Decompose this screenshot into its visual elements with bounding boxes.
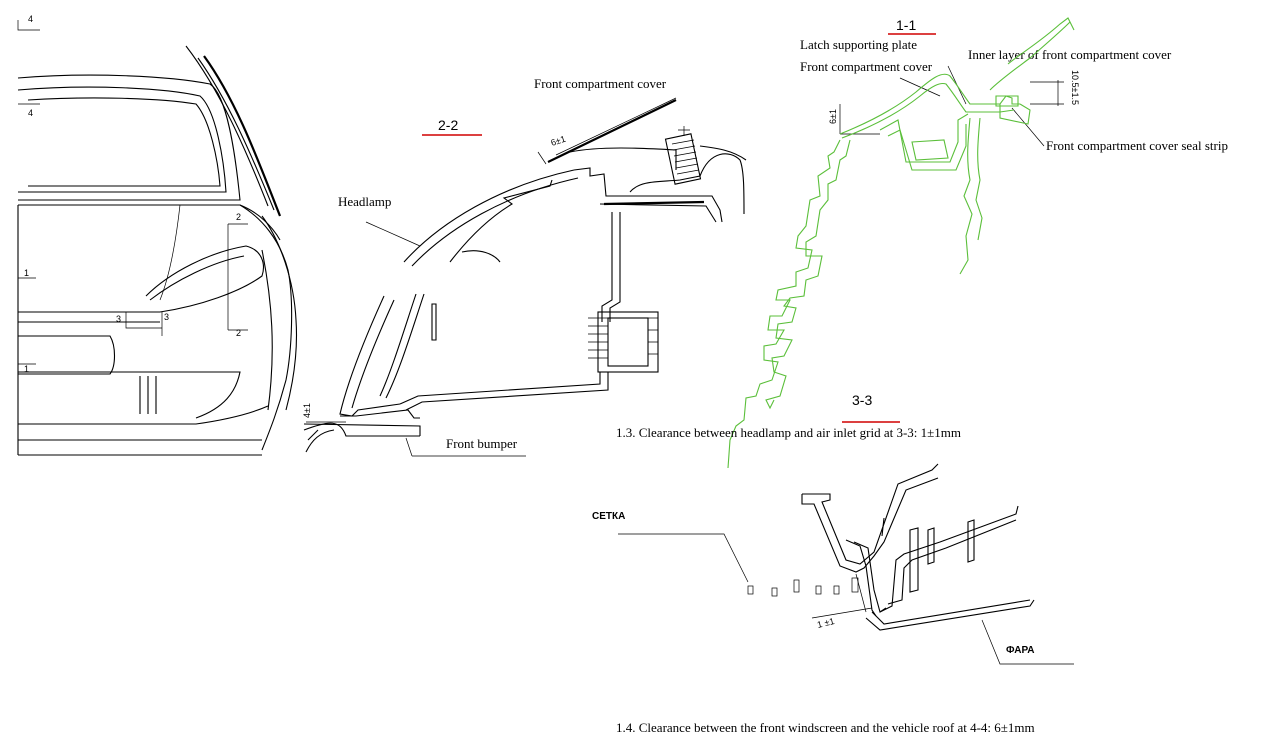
section-title-3-3: 3-3	[852, 392, 872, 408]
label-front-bumper: Front bumper	[446, 436, 518, 451]
grid-slat	[815, 585, 822, 595]
note-1-4: 1.4. Clearance between the front windscr…	[616, 720, 1035, 735]
marker-1-top: 1	[24, 268, 29, 278]
label-latch-supporting-plate: Latch supporting plate	[800, 37, 917, 52]
dimension-22-bottom: 4±1	[302, 403, 312, 418]
dimension-11-right: 10.5±1.5	[1070, 70, 1080, 105]
label-setka: СЕТКА	[592, 511, 625, 522]
marker-2-top: 2	[236, 212, 241, 222]
marker-3-left: 3	[116, 314, 121, 324]
dimension-11-left: 6±1	[828, 109, 838, 124]
section-2-2: 2-2 Front compartment cover 6±1 Headlamp	[302, 76, 747, 457]
marker-2-bottom: 2	[236, 328, 241, 338]
section-3-3: 3-3 СЕТКА 1 ±1 ФАРА	[592, 392, 1074, 665]
marker-4-top: 4	[28, 14, 33, 24]
grid-slat	[771, 587, 778, 597]
grid-slat	[793, 579, 800, 593]
marker-1-bottom: 1	[24, 364, 29, 374]
dimension-22-top: 6±1	[550, 134, 567, 148]
label-fara: ФАРА	[1006, 645, 1035, 656]
car-front-view: 4 4 2 2 1 1 3 3	[17, 14, 298, 456]
note-1-3: 1.3. Clearance between headlamp and air …	[616, 425, 961, 440]
dimension-33: 1 ±1	[816, 616, 835, 630]
label-front-compartment-cover-22: Front compartment cover	[534, 76, 667, 91]
grid-slat	[851, 577, 859, 593]
label-inner-layer: Inner layer of front compartment cover	[968, 47, 1172, 62]
marker-3-right: 3	[164, 312, 169, 322]
section-title-1-1: 1-1	[896, 17, 916, 33]
label-front-compartment-cover-11: Front compartment cover	[800, 59, 933, 74]
grid-slat	[747, 585, 754, 595]
label-headlamp: Headlamp	[338, 194, 391, 209]
grid-slat	[833, 585, 840, 595]
label-seal-strip: Front compartment cover seal strip	[1046, 138, 1228, 153]
section-title-2-2: 2-2	[438, 117, 458, 133]
section-1-1: 1-1 Latch supporting plate Front compart…	[727, 17, 1228, 469]
marker-4-bottom: 4	[28, 108, 33, 118]
